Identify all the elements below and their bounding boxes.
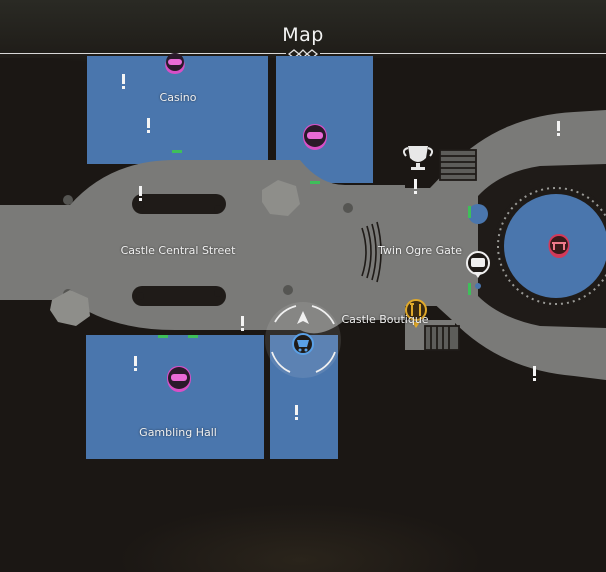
- north-stairs: [439, 149, 477, 181]
- casino-gamepad-pin[interactable]: [165, 53, 185, 80]
- gambling-hall-gamepad-pin[interactable]: [166, 366, 192, 400]
- shop-cart-icon[interactable]: [292, 333, 314, 355]
- location-label-twin-ogre-gate: Twin Ogre Gate: [378, 244, 462, 257]
- location-label-gambling-hall: Gambling Hall: [139, 426, 217, 439]
- rock: [50, 290, 90, 326]
- header-divider-left: [0, 53, 286, 54]
- arena-people-pin[interactable]: [548, 234, 570, 265]
- south-stairs: [424, 325, 460, 351]
- gate-connector: [395, 188, 455, 306]
- casino-building[interactable]: [87, 56, 268, 164]
- location-label-castle-boutique: Castle Boutique: [341, 313, 429, 326]
- trophy-icon[interactable]: [402, 146, 434, 170]
- rock: [262, 180, 300, 216]
- header-divider-right: [320, 53, 606, 54]
- location-label-casino: Casino: [159, 91, 197, 104]
- door-markers: [158, 150, 471, 338]
- shop-building[interactable]: [270, 335, 338, 459]
- exclamation-icons[interactable]: [122, 74, 560, 420]
- castle-central-street: [0, 160, 405, 334]
- street-median-south: [132, 286, 226, 306]
- arena-rim-ticks: [497, 187, 606, 305]
- gate-stairs: [361, 221, 382, 283]
- location-label-castle-central-street: Castle Central Street: [120, 244, 236, 257]
- chat-bubble-icon[interactable]: [466, 251, 490, 289]
- gambling-hall-building[interactable]: [86, 335, 264, 459]
- header-bar: [0, 0, 606, 58]
- street-median-north: [132, 194, 226, 214]
- restaurant-icon[interactable]: [405, 299, 427, 328]
- page-title: Map: [282, 24, 324, 46]
- small-pool: [468, 204, 488, 224]
- north-gamepad-pin[interactable]: [302, 124, 328, 158]
